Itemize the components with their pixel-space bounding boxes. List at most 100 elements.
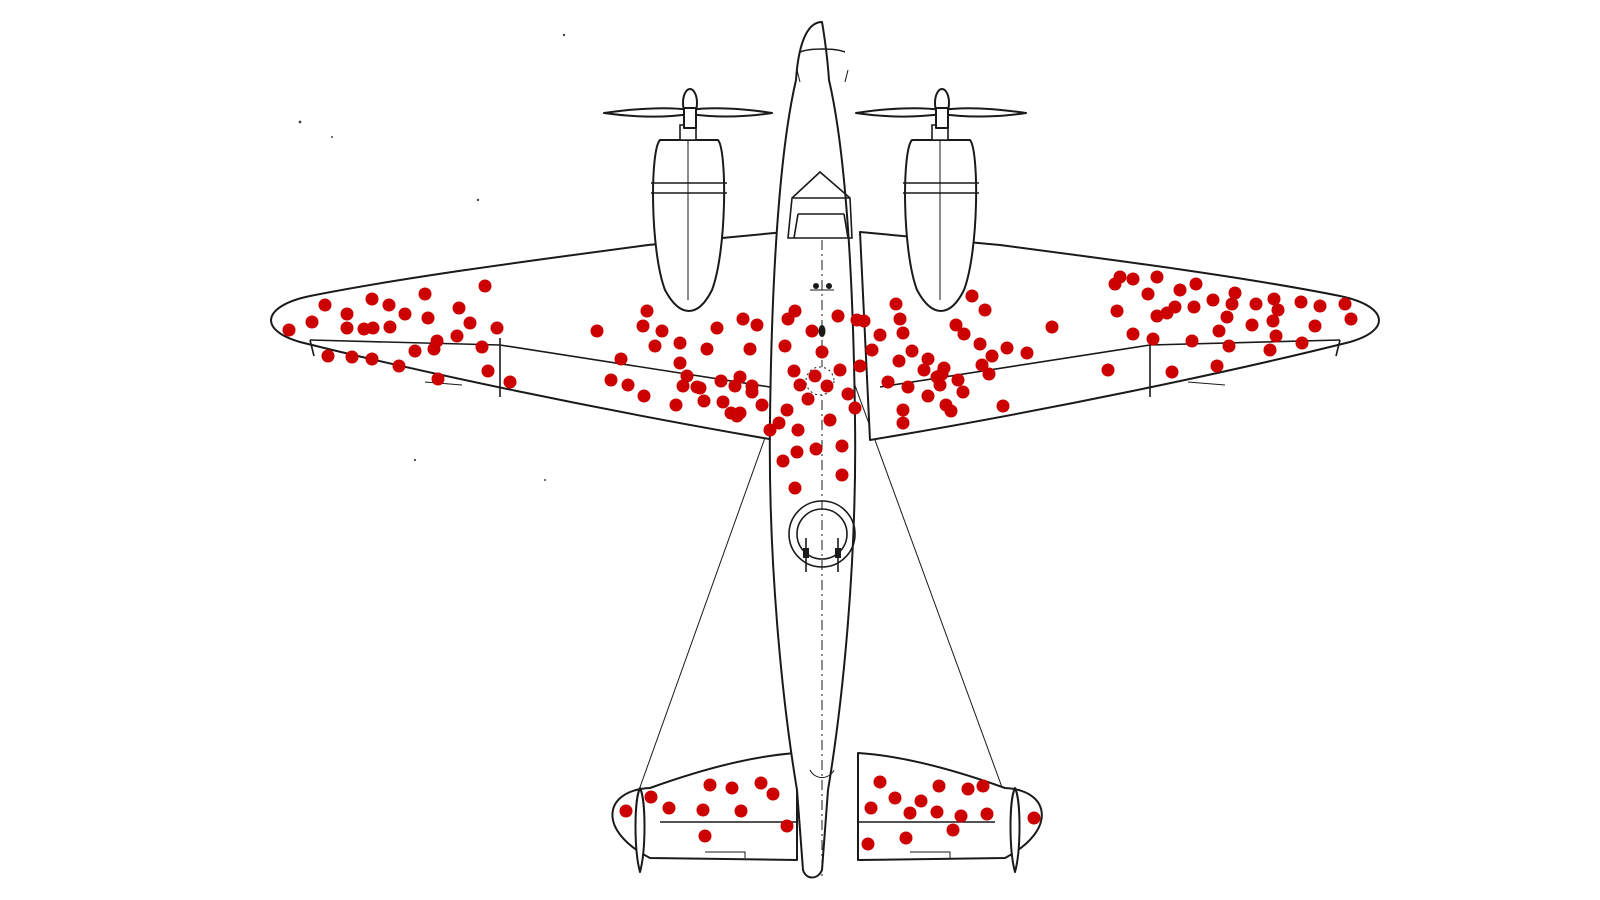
hit-marker	[318, 298, 332, 312]
hit-marker	[946, 823, 960, 837]
hit-marker	[481, 364, 495, 378]
hit-marker	[1150, 309, 1164, 323]
hit-marker	[710, 321, 724, 335]
hit-marker	[896, 326, 910, 340]
hit-marker	[734, 804, 748, 818]
hit-marker	[714, 374, 728, 388]
hit-marker	[893, 312, 907, 326]
hit-marker	[1150, 270, 1164, 284]
left-nacelle	[652, 139, 726, 312]
hit-marker	[716, 395, 730, 409]
hit-marker	[1210, 359, 1224, 373]
left-wing-outline	[270, 231, 786, 441]
hit-marker	[1126, 272, 1140, 286]
hit-marker	[1269, 329, 1283, 343]
hit-marker	[1187, 300, 1201, 314]
hit-marker	[463, 316, 477, 330]
hit-marker	[914, 794, 928, 808]
hit-marker	[398, 307, 412, 321]
hit-marker	[745, 385, 759, 399]
hit-marker	[873, 775, 887, 789]
hit-marker	[978, 303, 992, 317]
hit-marker	[673, 356, 687, 370]
hit-marker	[1263, 343, 1277, 357]
hit-marker	[780, 819, 794, 833]
hit-marker	[766, 787, 780, 801]
hit-marker	[421, 311, 435, 325]
hit-marker	[1222, 339, 1236, 353]
hit-marker	[905, 344, 919, 358]
hit-marker	[365, 352, 379, 366]
hit-marker	[1000, 341, 1014, 355]
hit-marker	[957, 327, 971, 341]
main-wing	[270, 231, 1380, 441]
hit-marker	[700, 342, 714, 356]
hit-marker	[835, 468, 849, 482]
hit-marker	[475, 340, 489, 354]
hit-marker	[430, 334, 444, 348]
hit-marker	[930, 805, 944, 819]
hit-marker	[965, 289, 979, 303]
hit-marker	[703, 778, 717, 792]
hit-marker	[935, 367, 949, 381]
hit-marker	[693, 381, 707, 395]
hit-marker	[604, 373, 618, 387]
hit-marker	[861, 837, 875, 851]
hit-marker	[961, 782, 975, 796]
hit-marker	[889, 297, 903, 311]
hit-marker	[1141, 287, 1155, 301]
hit-marker	[450, 329, 464, 343]
hit-marker	[933, 378, 947, 392]
hit-marker	[408, 344, 422, 358]
hit-marker	[340, 321, 354, 335]
hit-marker	[743, 342, 757, 356]
hit-marker	[820, 379, 834, 393]
hit-marker	[835, 439, 849, 453]
hit-marker	[1220, 310, 1234, 324]
hit-marker	[791, 423, 805, 437]
hit-marker	[697, 394, 711, 408]
hit-marker	[755, 398, 769, 412]
hit-marker	[899, 831, 913, 845]
right-fin	[1009, 787, 1021, 873]
hit-marker	[648, 339, 662, 353]
hit-marker	[640, 304, 654, 318]
hit-marker	[452, 301, 466, 315]
hit-marker	[1173, 283, 1187, 297]
hit-marker	[1338, 297, 1352, 311]
hit-marker	[754, 776, 768, 790]
hit-marker	[921, 389, 935, 403]
cockpit-canopy	[787, 170, 853, 239]
hit-marker	[763, 423, 777, 437]
hit-marker	[1146, 332, 1160, 346]
hit-marker	[655, 324, 669, 338]
right-engine	[855, 88, 1027, 312]
right-nacelle	[904, 139, 978, 312]
hit-marker	[680, 369, 694, 383]
hit-marker	[801, 392, 815, 406]
hit-marker	[478, 279, 492, 293]
hit-marker	[590, 324, 604, 338]
hit-marker	[1308, 319, 1322, 333]
hit-marker	[644, 790, 658, 804]
hit-marker	[823, 413, 837, 427]
hit-marker	[725, 781, 739, 795]
hit-marker	[619, 804, 633, 818]
hit-marker	[841, 387, 855, 401]
hit-marker	[982, 367, 996, 381]
hit-marker	[901, 380, 915, 394]
hit-marker	[750, 318, 764, 332]
hit-marker	[733, 406, 747, 420]
hit-marker	[848, 401, 862, 415]
hit-marker	[1344, 312, 1358, 326]
hit-marker	[976, 779, 990, 793]
hit-marker	[282, 323, 296, 337]
hit-marker	[865, 343, 879, 357]
hit-marker	[637, 389, 651, 403]
hit-marker	[853, 359, 867, 373]
hit-marker	[321, 349, 335, 363]
hit-marker	[831, 309, 845, 323]
hit-marker	[896, 403, 910, 417]
